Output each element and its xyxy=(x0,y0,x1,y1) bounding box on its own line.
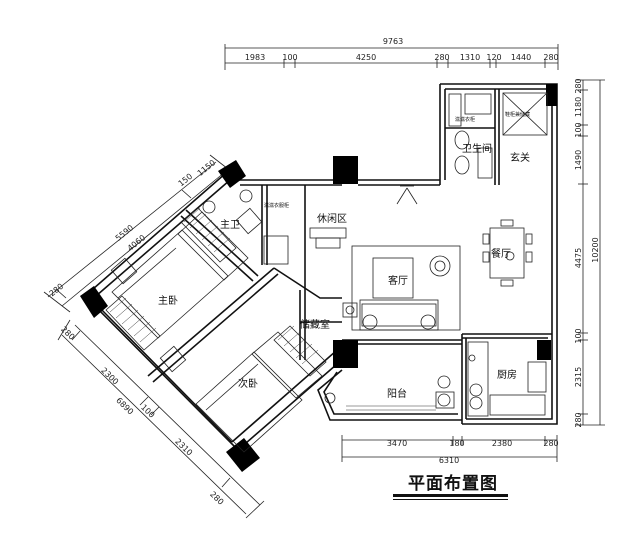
room-storage: 储藏室 xyxy=(300,318,330,331)
dim-ll-4: 280 xyxy=(208,490,225,507)
dim-right-1: 1180 xyxy=(574,97,583,117)
columns xyxy=(80,84,557,472)
dim-top-7: 280 xyxy=(543,53,558,62)
note-master-bath-cabinet: 滋滋衣服柜 xyxy=(264,202,289,209)
dim-top-6: 1440 xyxy=(511,53,531,62)
wardrobe-hatch xyxy=(109,207,436,411)
drawing-title: 平面布置图 xyxy=(408,474,498,494)
dim-bottom-total: 6310 xyxy=(439,456,459,465)
dim-right-total: 10200 xyxy=(591,237,600,262)
room-bathroom: 卫生间 xyxy=(462,142,492,155)
dim-right-5: 100 xyxy=(574,328,583,343)
furniture xyxy=(105,92,548,453)
dim-ll-0: 280 xyxy=(59,325,76,342)
dimension-labels: 9763 1983 100 4250 280 1310 120 1440 280… xyxy=(48,37,600,507)
dim-right-7: 280 xyxy=(574,412,583,427)
room-leisure: 休闲区 xyxy=(317,212,347,225)
dim-ul-1150: 1150 xyxy=(196,158,217,178)
dim-bottom-2: 2380 xyxy=(492,439,512,448)
dim-top-0: 1983 xyxy=(245,53,265,62)
dim-right-3: 1490 xyxy=(574,150,583,170)
room-living: 客厅 xyxy=(388,274,408,287)
dim-bottom-1: 180 xyxy=(449,439,464,448)
room-balcony: 阳台 xyxy=(387,387,407,400)
dim-ll-total: 6890 xyxy=(114,396,135,417)
dim-right-0: 280 xyxy=(574,78,583,93)
room-master-bed: 主卧 xyxy=(158,294,178,307)
dim-bottom-0: 3470 xyxy=(387,439,407,448)
dim-top-5: 120 xyxy=(486,53,501,62)
dim-top-4: 1310 xyxy=(460,53,480,62)
dim-top-3: 280 xyxy=(434,53,449,62)
dim-ll-1: 2300 xyxy=(99,366,120,387)
room-labels: 客厅 餐厅 主卧 次卧 主卫 卫生间 玄关 休闲区 储藏室 阳台 厨房 滋滋衣服… xyxy=(158,111,530,400)
title-underline-thin xyxy=(393,499,508,500)
room-foyer: 玄关 xyxy=(510,151,530,164)
dimension-lines xyxy=(43,44,605,519)
dim-ul-150: 150 xyxy=(177,172,195,189)
dim-ul-end: 280 xyxy=(48,282,66,299)
room-master-bath: 主卫 xyxy=(220,219,240,231)
dim-top-total: 9763 xyxy=(383,37,403,46)
dim-bottom-3: 280 xyxy=(543,439,558,448)
room-kitchen: 厨房 xyxy=(497,368,517,381)
dim-ll-3: 2310 xyxy=(173,437,194,458)
dim-right-4: 4475 xyxy=(574,248,583,268)
dim-right-2: 100 xyxy=(574,122,583,137)
dim-right-6: 2315 xyxy=(574,367,583,387)
dim-top-1: 100 xyxy=(282,53,297,62)
room-second-bed: 次卧 xyxy=(238,377,258,390)
note-bath-cabinet: 滋滋衣柜 xyxy=(455,116,475,123)
room-dining: 餐厅 xyxy=(491,247,511,260)
title-underline xyxy=(393,494,508,497)
dim-top-2: 4250 xyxy=(356,53,376,62)
dim-ul-sub: 4060 xyxy=(126,233,147,253)
note-shoe-cabinet: 鞋柜兼储藏 xyxy=(505,111,530,118)
dim-ll-2: 100 xyxy=(139,403,156,420)
walls xyxy=(84,83,558,451)
